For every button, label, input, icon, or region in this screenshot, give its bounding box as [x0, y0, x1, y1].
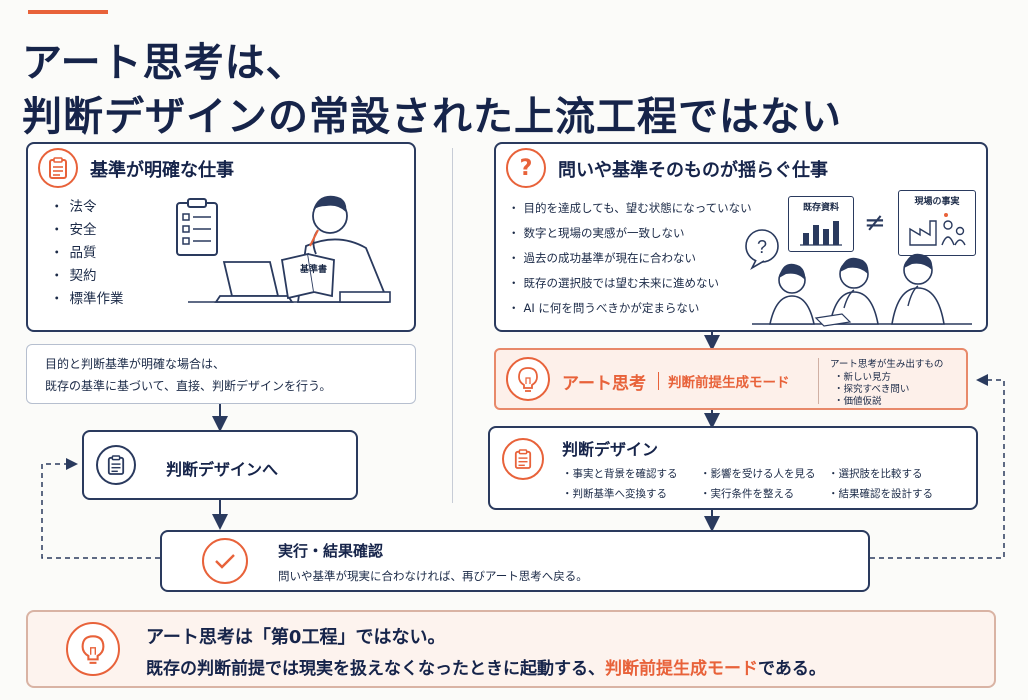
clipboard-icon [502, 438, 544, 480]
lightbulb-icon [506, 357, 550, 401]
conclusion-line2: 既存の判断前提では現実を扱えなくなったときに起動する、判断前提生成モードである。 [146, 654, 826, 679]
existing-docs-label: 既存資料 [802, 203, 839, 213]
output-item: ・新しい見方 [834, 372, 892, 383]
center-divider [452, 148, 453, 503]
label-divider [658, 372, 659, 390]
list-item: 安全 [50, 219, 124, 242]
list-item: 目的を達成しても、望む状態になっていない [508, 196, 752, 221]
title-accent-bar [28, 10, 108, 14]
judgment-design-heading: 判断デザイン [562, 440, 659, 459]
questions-list: 目的を達成しても、望む状態になっていない 数字と現場の実感が一致しない 過去の成… [508, 196, 752, 321]
existing-docs-panel: 既存資料 [788, 196, 854, 252]
thinking-people-illustration: ? [745, 229, 972, 327]
conclusion-box: アート思考は「第0工程」ではない。 既存の判断前提では現実を扱えなくなったときに… [26, 610, 996, 688]
conclusion-post: である。 [758, 659, 826, 679]
execution-heading: 実行・結果確認 [278, 542, 384, 560]
question-glyph: ? [519, 155, 533, 181]
list-item: 品質 [50, 242, 124, 265]
clipboard-icon [38, 148, 78, 188]
art-thinking-label: アート思考 [562, 374, 646, 394]
note-line2: 既存の基準に基づいて、直接、判断デザインを行う。 [45, 379, 332, 393]
list-item: 標準作業 [50, 288, 124, 311]
output-item: ・価値仮説 [834, 396, 882, 407]
execution-card: 実行・結果確認 問いや基準が現実に合わなければ、再びアート思考へ戻る。 [160, 530, 870, 592]
page-title-line2: 判断デザインの常設された上流工程ではない [22, 94, 842, 140]
page-title-line1: アート思考は、 [22, 40, 307, 86]
design-step: ・結果確認を設計する [828, 488, 933, 500]
clear-criteria-heading: 基準が明確な仕事 [90, 160, 234, 181]
premise-generation-label: 判断前提生成モード [668, 375, 790, 391]
list-item: 過去の成功基準が現在に合わない [508, 246, 752, 271]
conclusion-line1: アート思考は「第0工程」ではない。 [146, 627, 446, 648]
design-step: ・実行条件を整える [700, 488, 795, 500]
design-step: ・判断基準へ変換する [562, 488, 667, 500]
question-icon: ? [506, 148, 546, 188]
lightbulb-icon [66, 622, 120, 676]
list-item: AI に何を問うべきかが定まらない [508, 296, 752, 321]
outputs-divider [818, 358, 819, 404]
note-line1: 目的と判断基準が明確な場合は、 [45, 357, 226, 371]
shifting-criteria-heading: 問いや基準そのものが揺らぐ仕事 [558, 160, 828, 181]
design-step: ・影響を受ける人を見る [700, 468, 816, 480]
shifting-criteria-card: ? 問いや基準そのものが揺らぐ仕事 目的を達成しても、望む状態になっていない 数… [494, 142, 988, 332]
design-step: ・選択肢を比較する [828, 468, 923, 480]
conclusion-highlight: 判断前提生成モード [605, 659, 758, 679]
outputs-title: アート思考が生み出すもの [830, 359, 944, 370]
design-step: ・事実と背景を確認する [562, 468, 678, 480]
art-thinking-mode-box: アート思考 判断前提生成モード アート思考が生み出すもの ・新しい見方 ・探究す… [494, 348, 968, 410]
output-item: ・探究すべき問い [834, 384, 910, 395]
svg-text:?: ? [757, 237, 767, 257]
list-item: 契約 [50, 265, 124, 288]
clipboard-icon [96, 445, 136, 485]
bar-chart-icon [800, 221, 842, 246]
judgment-design-card: 判断デザイン ・事実と背景を確認する ・影響を受ける人を見る ・選択肢を比較する… [488, 426, 978, 510]
to-judgment-design-box: 判断デザインへ [82, 430, 358, 500]
checklist-icon [176, 198, 218, 256]
list-item: 法令 [50, 196, 124, 219]
execution-desc: 問いや基準が現実に合わなければ、再びアート思考へ戻る。 [278, 569, 588, 583]
criteria-list: 法令 安全 品質 契約 標準作業 [50, 196, 124, 311]
person-reading-illustration [188, 195, 391, 303]
to-judgment-design-label: 判断デザインへ [166, 460, 279, 479]
list-item: 既存の選択肢では望む未来に進めない [508, 271, 752, 296]
factory-people-icon [909, 213, 966, 246]
book-label: 基準書 [300, 265, 328, 275]
conclusion-pre: 既存の判断前提では現実を扱えなくなったときに起動する、 [146, 659, 605, 679]
field-facts-panel: 現場の事実 [898, 190, 976, 256]
clear-criteria-card: 基準が明確な仕事 法令 安全 品質 契約 標準作業 基準書 [26, 142, 416, 332]
check-icon [202, 538, 248, 584]
field-facts-label: 現場の事実 [914, 197, 960, 207]
not-equal-icon: ≠ [864, 208, 886, 238]
list-item: 数字と現場の実感が一致しない [508, 221, 752, 246]
direct-design-note: 目的と判断基準が明確な場合は、 既存の基準に基づいて、直接、判断デザインを行う。 [26, 344, 416, 404]
